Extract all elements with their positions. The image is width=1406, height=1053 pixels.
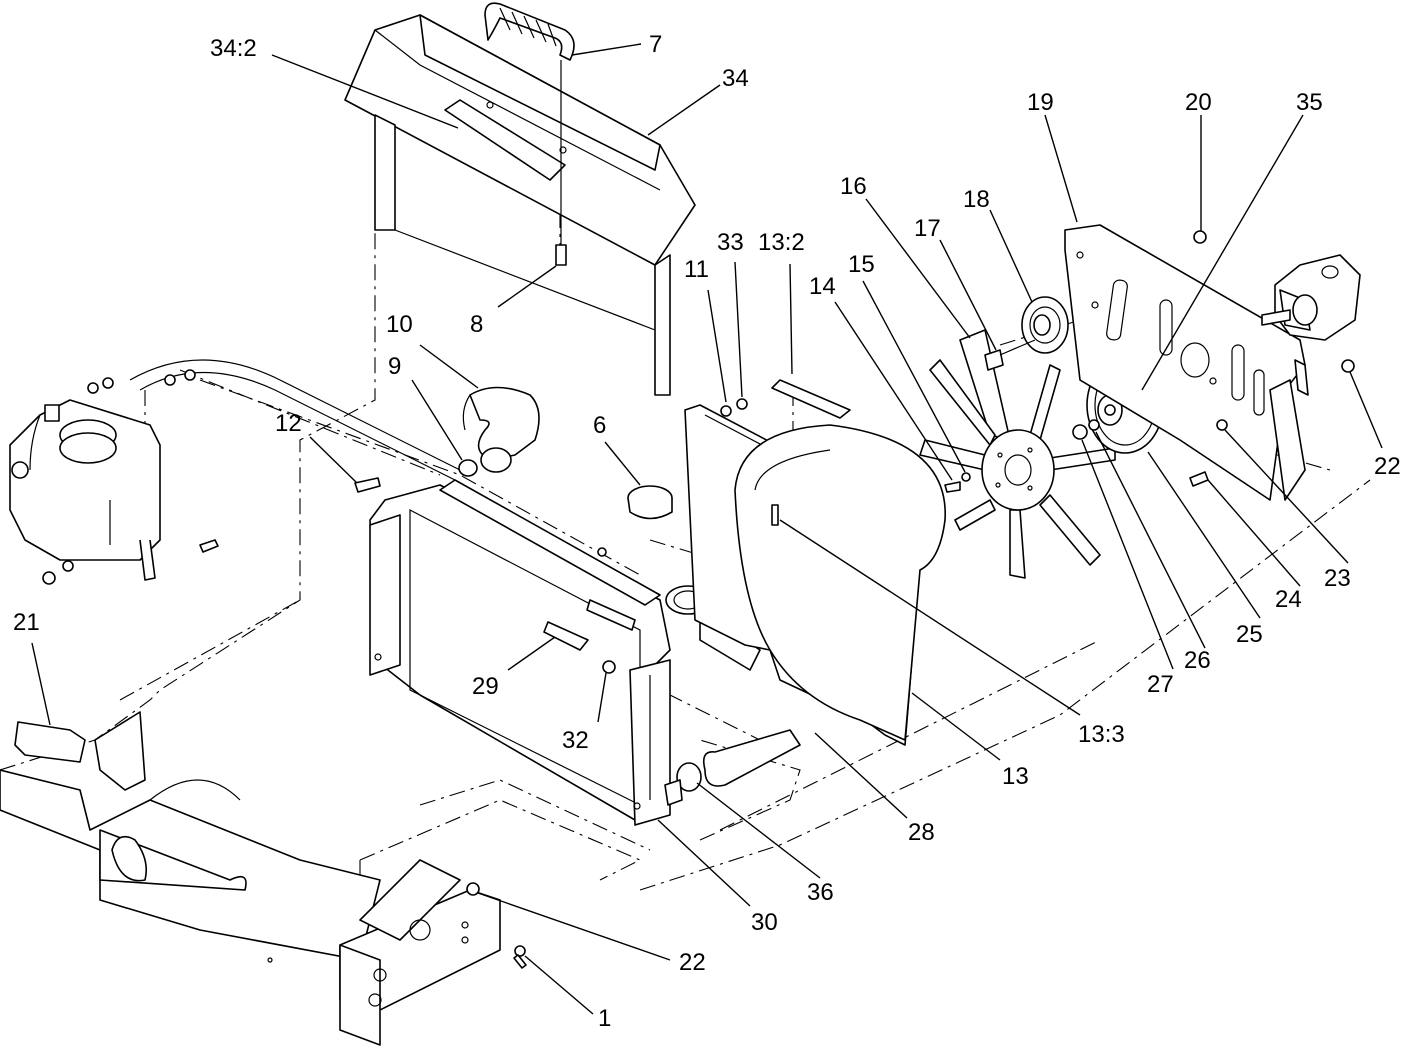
callout-14: 14	[809, 273, 836, 300]
callout-10: 10	[386, 311, 413, 338]
callout-34: 34	[722, 65, 749, 92]
callout-12: 12	[275, 410, 302, 437]
callout-8: 8	[470, 311, 483, 338]
callout-11: 11	[684, 256, 709, 283]
mounting-bracket	[267, 859, 527, 1046]
callout-13-3: 13:3	[1078, 721, 1125, 748]
callout-36: 36	[807, 879, 834, 906]
callout-29: 29	[472, 673, 499, 700]
callout-labels: 34:2 7 34 8 10 9 12 11 33 13:2 6 14 15 1…	[13, 31, 1401, 1032]
callout-28: 28	[908, 819, 935, 846]
idler-pulley-18	[984, 296, 1069, 371]
upper-hose-10	[458, 386, 540, 477]
callout-22-right: 22	[1374, 453, 1401, 480]
bumper-21	[14, 711, 146, 791]
callout-32: 32	[562, 727, 589, 754]
callout-25: 25	[1236, 621, 1263, 648]
callout-18: 18	[963, 186, 990, 213]
callout-16: 16	[840, 173, 867, 200]
mount-plate-19	[1064, 224, 1355, 501]
callout-34-2: 34:2	[210, 35, 257, 62]
hydraulic-pump	[1261, 254, 1361, 341]
cooling-fan	[919, 329, 1116, 579]
top-shroud-34	[344, 2, 696, 396]
callout-33: 33	[717, 229, 744, 256]
chassis-frame	[0, 769, 381, 961]
callout-27: 27	[1147, 671, 1174, 698]
callout-21: 21	[13, 609, 40, 636]
callout-7: 7	[649, 31, 662, 58]
radiator	[354, 477, 801, 826]
leader-lines	[31, 43, 1383, 1015]
coolant-reservoir	[9, 359, 461, 585]
callout-9: 9	[388, 353, 401, 380]
callout-22-bottom: 22	[679, 949, 706, 976]
callout-6: 6	[593, 412, 606, 439]
callout-13: 13	[1002, 763, 1029, 790]
callout-35: 35	[1296, 89, 1323, 116]
callout-20: 20	[1185, 89, 1212, 116]
fan-shroud-13	[684, 379, 946, 746]
radiator-cap-6	[627, 485, 673, 520]
callout-19: 19	[1027, 89, 1054, 116]
callout-17: 17	[914, 215, 941, 242]
callout-23: 23	[1324, 565, 1351, 592]
callout-15: 15	[848, 251, 875, 278]
callout-30: 30	[751, 909, 778, 936]
callout-24: 24	[1275, 586, 1302, 613]
callout-13-2: 13:2	[758, 229, 805, 256]
callout-26: 26	[1184, 647, 1211, 674]
callout-1: 1	[598, 1005, 611, 1032]
